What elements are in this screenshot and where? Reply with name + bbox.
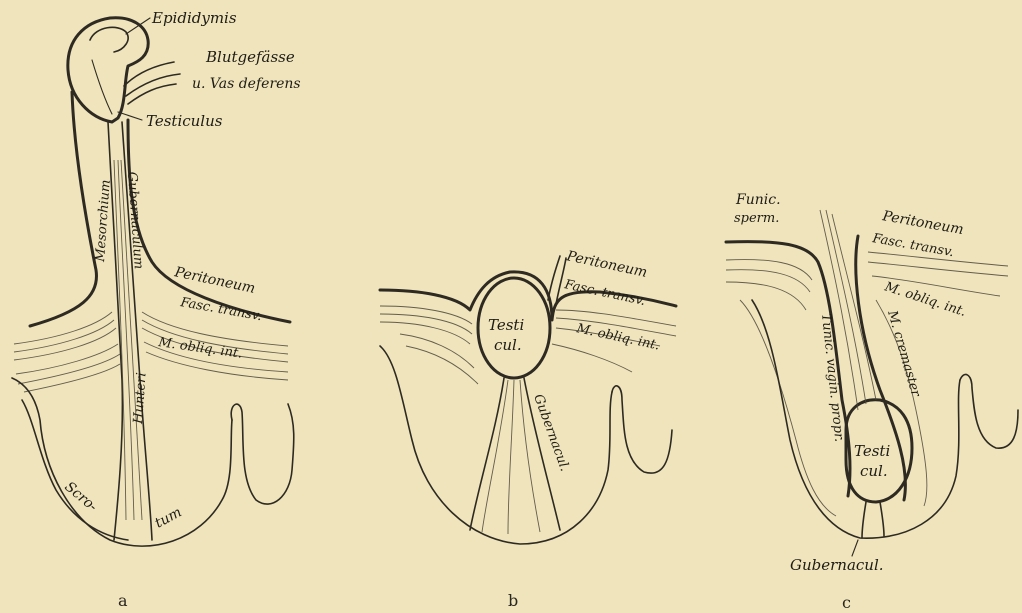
figure-c-scrotal-fold (960, 374, 1018, 448)
panel-label-a: a (118, 591, 128, 610)
label-tunic-vagin: Tunic. vagin. propr. (818, 313, 846, 443)
label-testicul-c-1: Testi (854, 442, 890, 460)
label-gubernacul-c: Gubernacul. (790, 556, 884, 574)
figure-b-gubernaculum-fibers (482, 380, 540, 534)
figure-a-peritoneum-right (128, 120, 290, 322)
label-testicul-b-1: Testi (488, 316, 524, 334)
label-fasc-transv-a: Fasc. transv. (178, 295, 263, 324)
figure-c-scrotum (752, 300, 960, 538)
label-fasc-transv-c: Fasc. transv. (870, 231, 955, 260)
label-blutgefasse-line2: u. Vas deferens (192, 76, 301, 92)
label-mesorchium: Mesorchium (93, 179, 114, 263)
figure-c-gubernacul-leader (852, 540, 858, 556)
label-peritoneum-a: Peritoneum (172, 264, 256, 297)
label-funic-2: sperm. (734, 211, 779, 226)
label-scrotum-2: tum (152, 504, 184, 531)
figure-a-scrotum-inner (22, 400, 128, 540)
figure-a-epididymis (90, 27, 128, 52)
label-blutgefasse-line1: Blutgefässe (205, 48, 295, 66)
figure-b-scrotum (380, 346, 612, 544)
figure-a: Epididymis Blutgefässe u. Vas deferens T… (12, 9, 301, 610)
panel-label-b: b (508, 591, 518, 610)
figure-b: Peritoneum Fasc. transv. M. obliq. int. … (380, 248, 676, 610)
figure-a-testis-inner (92, 60, 112, 114)
label-funic-1: Funic. (735, 192, 781, 208)
figure-a-wall-layers-left (14, 312, 120, 392)
label-testicul-b-2: cul. (494, 336, 522, 354)
label-fasc-transv-b: Fasc. transv. (562, 277, 647, 309)
figure-c-gubernaculum (862, 502, 884, 538)
label-scrotum-1: Scro- (61, 479, 100, 515)
label-m-cremaster: M. cremaster (884, 308, 923, 399)
panel-label-c: c (842, 593, 851, 612)
figure-c: Funic. sperm. Peritoneum Fasc. transv. M… (726, 192, 1018, 612)
figure-a-vessels (124, 62, 180, 104)
label-hunteri: Hunteri (131, 372, 150, 425)
label-testicul-c-2: cul. (860, 462, 888, 480)
label-testiculus: Testiculus (146, 112, 223, 130)
figure-a-mesorchium-left (30, 92, 96, 326)
label-peritoneum-b: Peritoneum (564, 248, 648, 281)
label-epididymis: Epididymis (151, 9, 237, 27)
label-gubernaculum: Gubernaculum (124, 171, 146, 269)
figure-c-peritoneum (726, 236, 905, 500)
figure-c-wall-layers-left (726, 260, 836, 516)
figure-a-scrotal-fold (231, 404, 294, 504)
figure-b-scrotal-fold (612, 386, 672, 473)
